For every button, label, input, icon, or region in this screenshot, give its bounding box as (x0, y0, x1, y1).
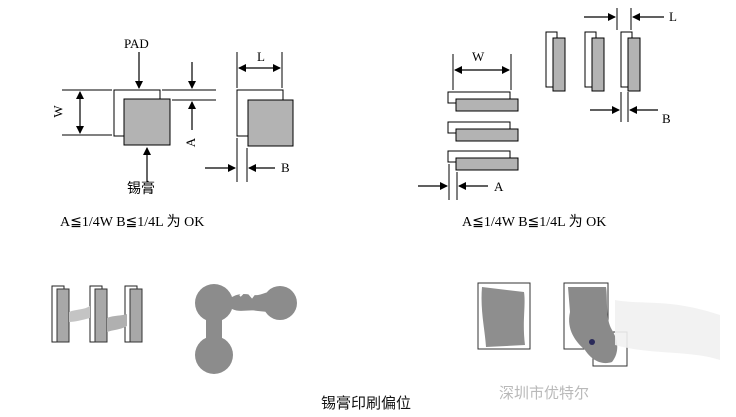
right-vertical-pads (545, 8, 664, 122)
watermark: 深圳市优特尔 (499, 384, 590, 402)
paste-block (123, 98, 171, 146)
bottom-blob-photo (195, 284, 297, 374)
w-label-right: W (472, 49, 485, 64)
b-label-left: B (281, 160, 290, 175)
right-horizontal-pads (418, 54, 519, 200)
l-label-right: L (669, 9, 677, 24)
paste-block (247, 99, 294, 147)
pad-label: PAD (124, 36, 149, 51)
w-label-left: W (50, 105, 66, 118)
right-rule-caption: A≦1/4W B≦1/4L 为 OK (462, 215, 607, 230)
figure-title: 锡膏印刷偏位 (321, 396, 412, 412)
bottom-right-photos (477, 282, 720, 367)
left-pad-diagram (62, 52, 216, 182)
b-label-right: B (662, 111, 671, 126)
a-label-left: A (183, 137, 199, 148)
solder-paste-label: 锡膏 (127, 182, 155, 197)
a-label-right: A (494, 179, 504, 194)
bottom-left-pads-photo (51, 285, 143, 343)
left-rule-caption: A≦1/4W B≦1/4L 为 OK (60, 215, 205, 230)
left-lb-diagram (205, 52, 294, 182)
l-label-left: L (257, 49, 265, 64)
